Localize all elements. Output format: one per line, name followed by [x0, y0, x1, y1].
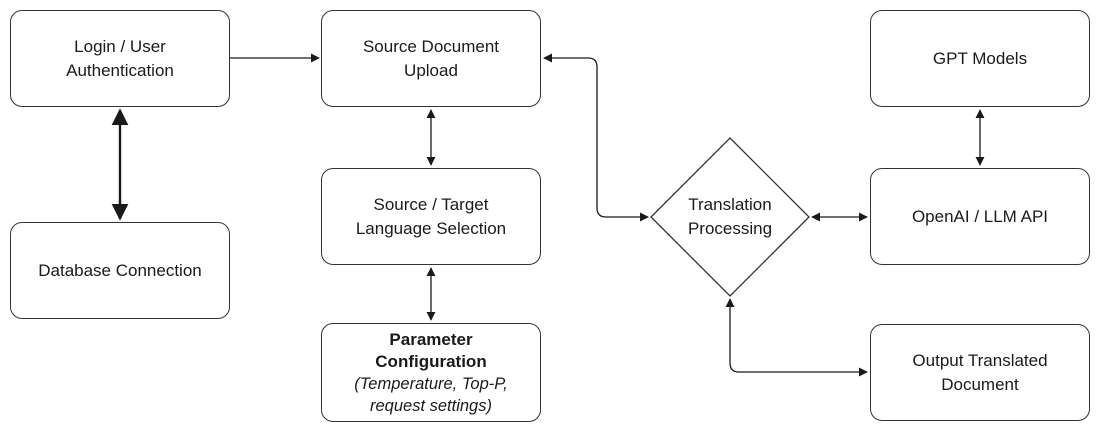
database-node: Database Connection [10, 222, 230, 319]
upload-label: Source Document Upload [362, 36, 500, 80]
translation-processing-node: Translation Processing [651, 138, 809, 296]
upload-node: Source Document Upload [321, 10, 541, 107]
llm-api-node: OpenAI / LLM API [870, 168, 1090, 265]
language-selection-label: Source / Target Language Selection [355, 194, 507, 238]
output-document-node: Output Translated Document [870, 324, 1090, 421]
gpt-models-label: GPT Models [932, 48, 1028, 68]
parameter-title: Parameter Configuration [375, 329, 487, 371]
language-selection-node: Source / Target Language Selection [321, 168, 541, 265]
parameter-subtitle: (Temperature, Top-P, request settings) [354, 374, 508, 415]
translation-label: Translation Processing [687, 195, 773, 238]
translation-diamond [650, 137, 810, 297]
gpt-models-node: GPT Models [870, 10, 1090, 107]
connector-translation-output [725, 298, 868, 377]
login-node: Login / User Authentication [10, 10, 230, 107]
database-label: Database Connection [38, 260, 202, 280]
llm-api-label: OpenAI / LLM API [911, 206, 1049, 226]
login-label: Login / User Authentication [66, 36, 174, 80]
parameter-configuration-node: Parameter Configuration (Temperature, To… [321, 323, 541, 422]
connector-upload-translation [543, 53, 649, 222]
output-document-label: Output Translated Document [912, 350, 1048, 394]
